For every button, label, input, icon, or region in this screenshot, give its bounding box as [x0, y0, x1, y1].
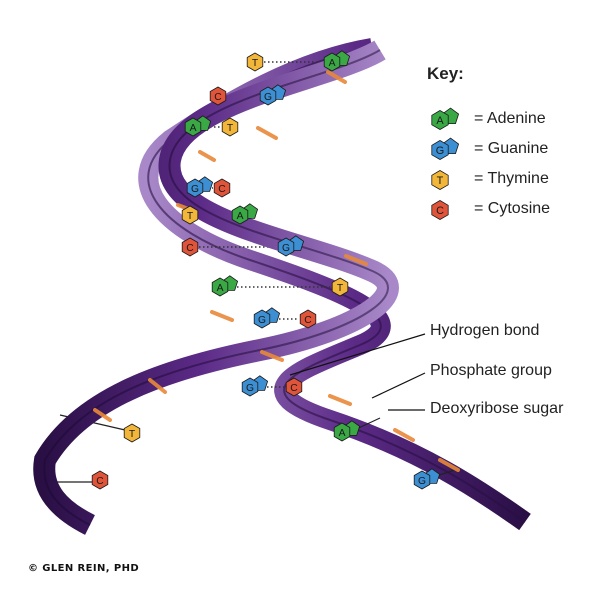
key-item-cytosine: C = Cytosine: [428, 196, 550, 222]
nucleotide-bases: T A C G A T G C T A C G A T G C G C T A C G: [91, 50, 441, 490]
cytosine-base: C: [181, 237, 199, 257]
key-item-guanine: G = Guanine: [428, 136, 548, 162]
guanine-base: G: [253, 307, 281, 329]
adenine-base: A: [333, 420, 361, 442]
cytosine-base-letter: C: [214, 92, 222, 103]
thymine-base-letter: T: [252, 58, 259, 69]
guanine-base: G: [431, 137, 460, 160]
cytosine-base-letter: C: [96, 476, 104, 487]
hydrogen-bond-pointer: [289, 333, 426, 376]
key-item-label: = Thymine: [474, 170, 549, 187]
cytosine-base: C: [213, 178, 231, 198]
adenine-base-letter: A: [436, 115, 444, 127]
guanine-base-letter: G: [436, 145, 444, 157]
cytosine-base: C: [285, 377, 303, 397]
callout-pointers: [289, 333, 426, 411]
key-item-label: = Cytosine: [474, 200, 551, 217]
guanine-symbol: G: [431, 137, 460, 160]
thymine-base-letter: T: [129, 429, 136, 440]
adenine-base: A: [184, 115, 212, 137]
hydrogen-bond-label: Hydrogen bond: [430, 322, 540, 339]
phosphate-band: [344, 254, 368, 266]
phosphate-band: [198, 150, 216, 162]
guanine-base: G: [241, 375, 269, 397]
thymine-base-letter: T: [337, 283, 344, 294]
key-item-thymine: T = Thymine: [428, 166, 549, 192]
phosphate-band: [93, 408, 112, 422]
copyright-notice: © GLEN REIN, PHD: [28, 563, 140, 574]
guanine-base-letter: G: [246, 383, 254, 394]
adenine-symbol: A: [431, 107, 460, 130]
thymine-base: T: [123, 423, 141, 443]
phosphate-band: [260, 350, 284, 362]
thymine-symbol: T: [431, 170, 449, 190]
cytosine-base-letter: C: [436, 205, 444, 217]
thymine-base: T: [331, 277, 349, 297]
cytosine-base-letter: C: [218, 184, 226, 195]
phosphate-bands: [93, 70, 460, 472]
adenine-base-letter: A: [217, 283, 224, 294]
thymine-base: T: [246, 52, 264, 72]
thymine-base: T: [221, 117, 239, 137]
cytosine-base: C: [209, 86, 227, 106]
cytosine-base-letter: C: [304, 315, 312, 326]
cytosine-base-letter: C: [290, 383, 298, 394]
cytosine-base: C: [431, 200, 449, 220]
phosphate-band: [148, 378, 167, 394]
key-item-label: = Adenine: [474, 110, 546, 127]
guanine-base: G: [413, 468, 441, 490]
thymine-base: T: [181, 205, 199, 225]
adenine-base-letter: A: [190, 123, 197, 134]
guanine-base: G: [259, 84, 287, 106]
adenine-base-letter: A: [329, 58, 336, 69]
thymine-base-letter: T: [187, 211, 194, 222]
cytosine-symbol: C: [431, 200, 449, 220]
cytosine-base-letter: C: [186, 243, 194, 254]
key-title: Key:: [427, 64, 464, 83]
phosphate-group-pointer: [371, 372, 426, 399]
cytosine-base: C: [299, 309, 317, 329]
key-item-label: = Guanine: [474, 140, 549, 157]
thymine-base-letter: T: [437, 175, 444, 187]
adenine-base: A: [231, 203, 259, 225]
adenine-base-letter: A: [237, 211, 244, 222]
adenine-base: A: [323, 50, 351, 72]
thymine-base-letter: T: [227, 123, 234, 134]
guanine-base-letter: G: [258, 315, 266, 326]
adenine-base-letter: A: [339, 428, 346, 439]
key-item-adenine: A = Adenine: [428, 106, 546, 132]
phosphate-band: [210, 310, 234, 322]
phosphate-band: [328, 394, 352, 406]
guanine-base-letter: G: [282, 243, 290, 254]
guanine-base: G: [186, 176, 214, 198]
adenine-base: A: [431, 107, 460, 130]
guanine-base: G: [277, 235, 305, 257]
phosphate-band: [256, 126, 278, 140]
guanine-base-letter: G: [191, 184, 199, 195]
phosphate-band: [393, 428, 415, 442]
deoxyribose-sugar-label: Deoxyribose sugar: [430, 400, 564, 417]
phosphate-group-label: Phosphate group: [430, 362, 552, 379]
phosphate-band: [326, 70, 347, 84]
guanine-base-letter: G: [264, 92, 272, 103]
adenine-base: A: [211, 275, 239, 297]
phosphate-band: [438, 458, 460, 472]
thymine-base: T: [431, 170, 449, 190]
guanine-base-letter: G: [418, 476, 426, 487]
cytosine-base: C: [91, 470, 109, 490]
